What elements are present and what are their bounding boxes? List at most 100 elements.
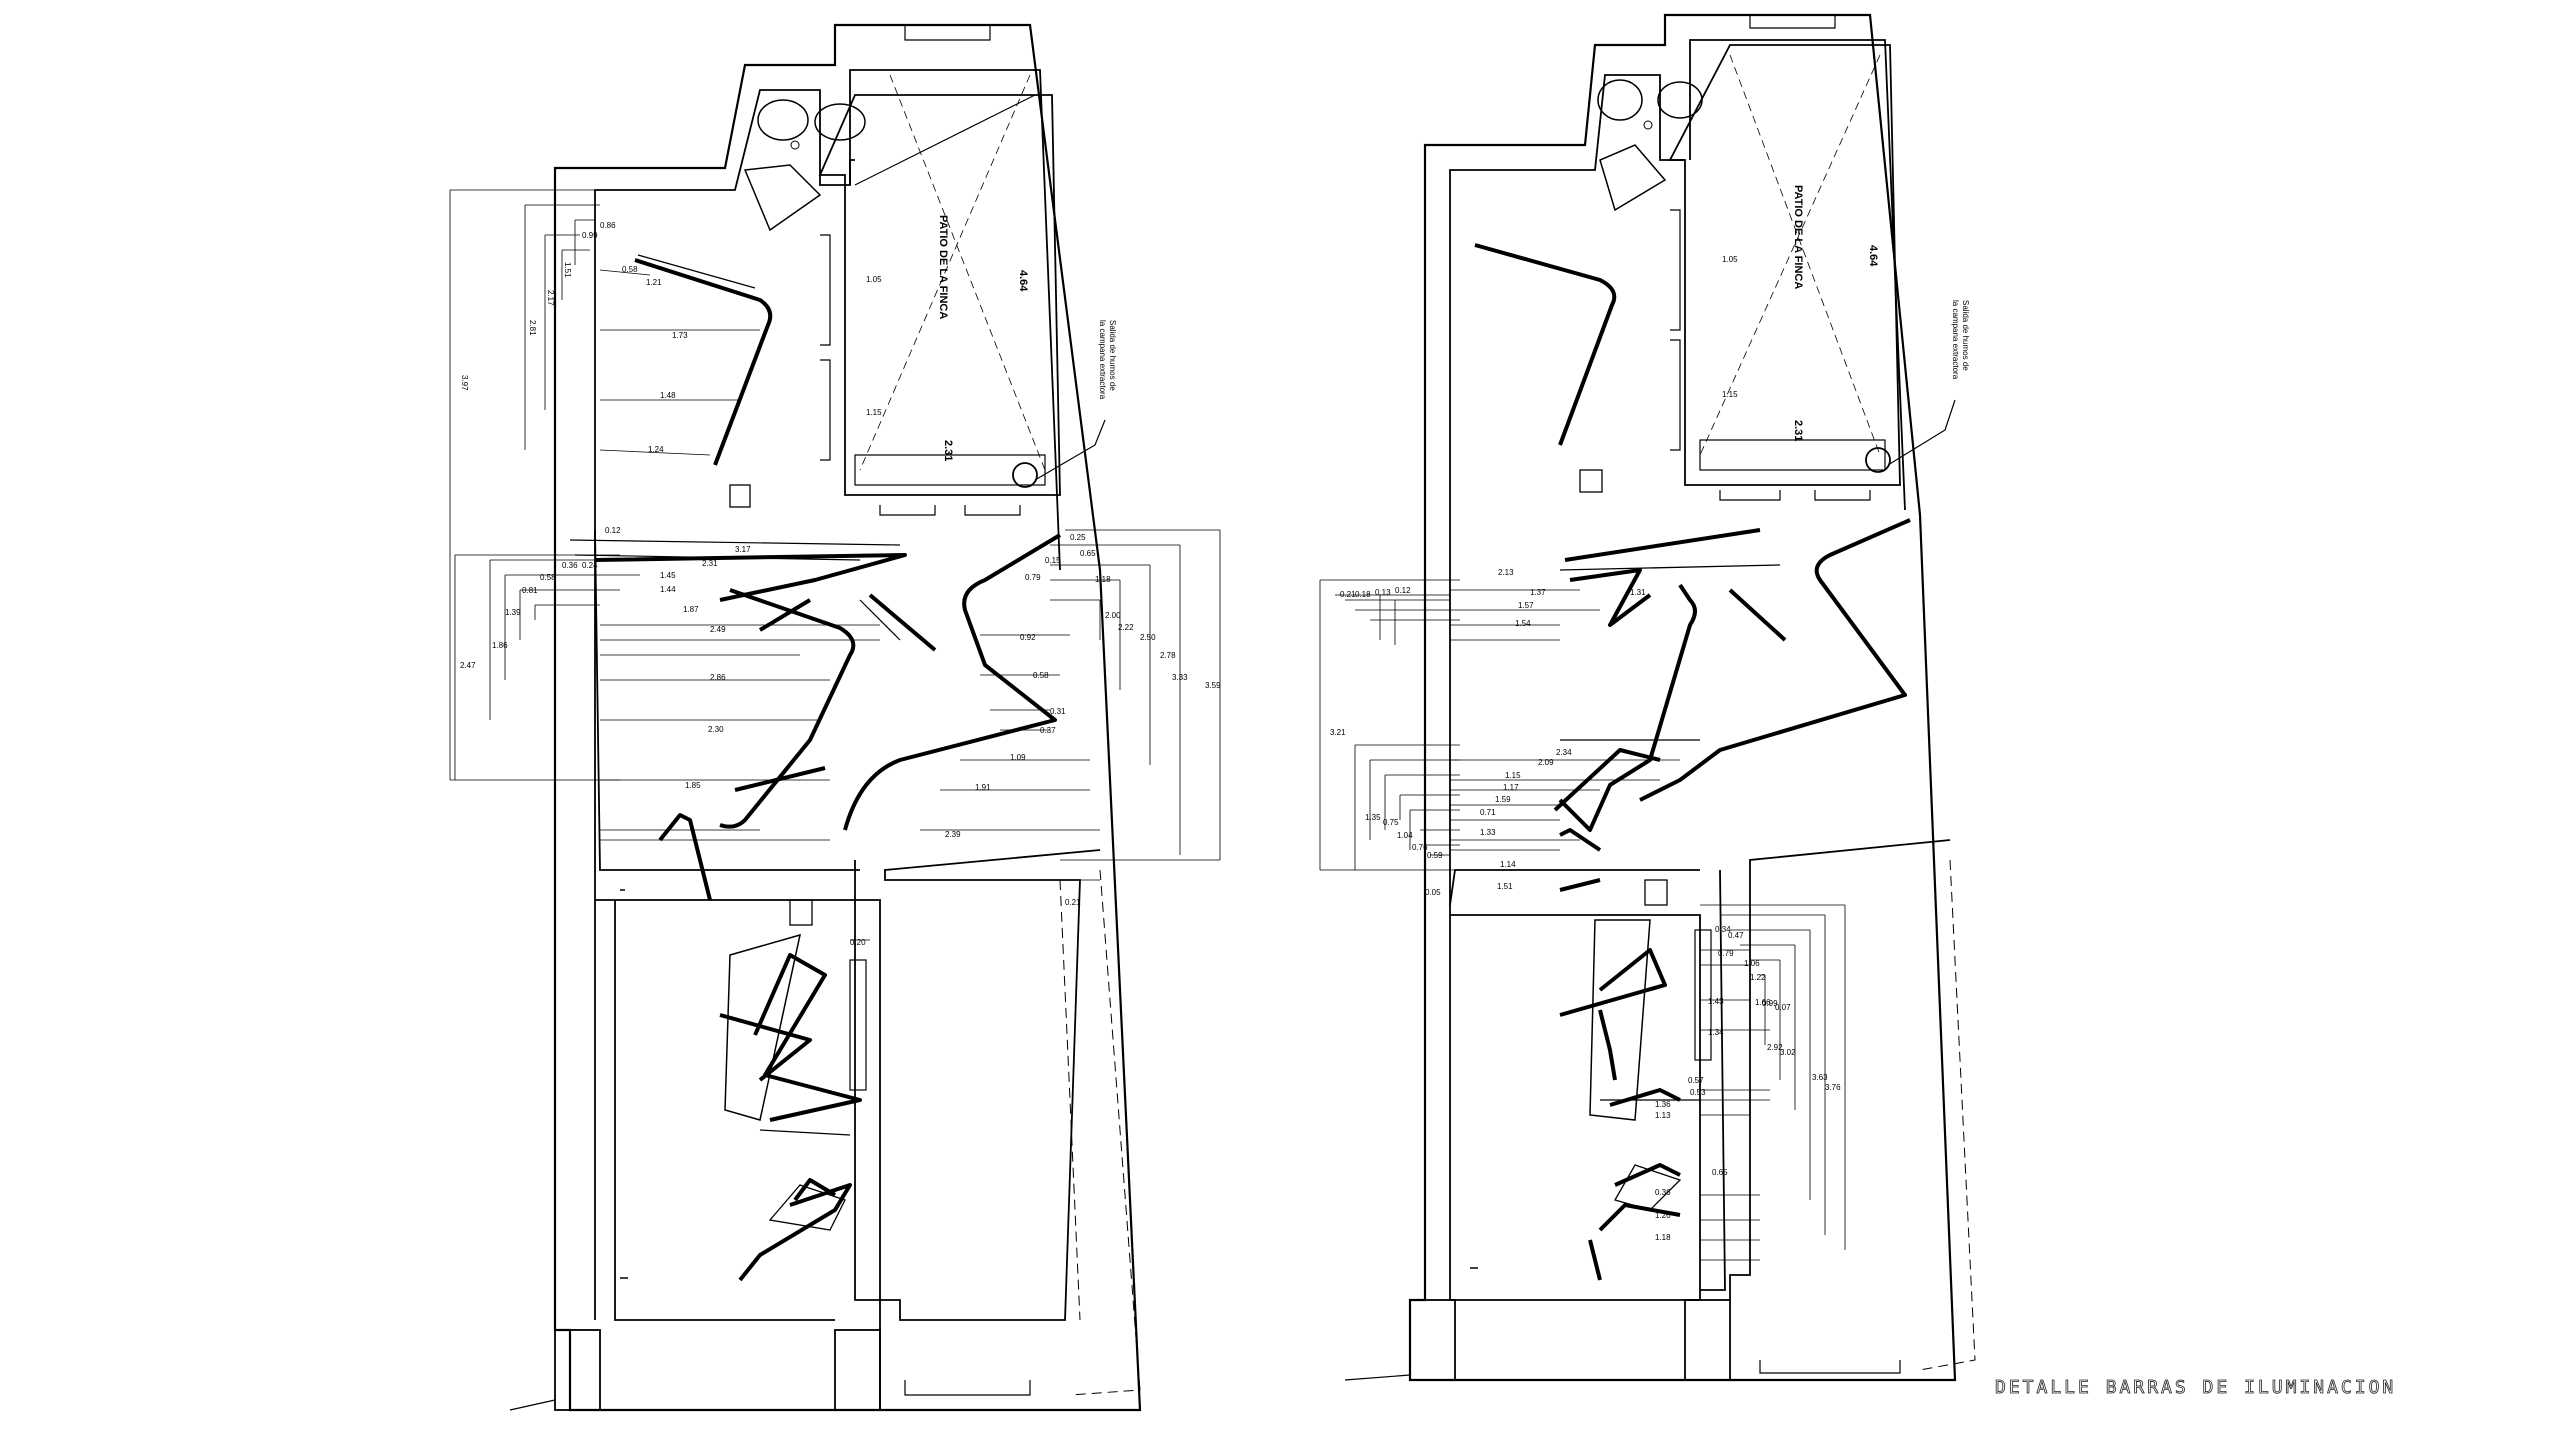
dimension-value: 2.78 xyxy=(1160,651,1176,660)
dimension-value: 1.51 xyxy=(1497,882,1513,891)
patio-wall xyxy=(818,94,1061,496)
window-bottom xyxy=(1344,1360,1901,1381)
dimension-value: 0.58 xyxy=(540,573,556,582)
smoke-note-line2: la campana extractora xyxy=(1951,300,1960,380)
window xyxy=(1670,15,1871,501)
dimension-value: 1.26 xyxy=(1655,1211,1671,1220)
dimension-value: 0.37 xyxy=(1040,726,1056,735)
patio-dim-long: 4.64 xyxy=(1017,270,1029,292)
sink xyxy=(1597,79,1643,121)
dimension-value: 1.05 xyxy=(866,275,882,284)
dimension-value: 1.22 xyxy=(1750,973,1766,982)
dimension-value: 1.85 xyxy=(685,781,701,790)
sheet-title: DETALLE BARRAS DE ILUMINACION xyxy=(1995,1377,2396,1398)
smoke-outlet-icon xyxy=(1865,447,1891,473)
dimension-value: 1.59 xyxy=(1495,795,1511,804)
dimension-value: 0.65 xyxy=(1080,549,1096,558)
patio-inner xyxy=(854,94,1036,186)
plan-right-labels: PATIO DE LA FINCA 4.64 2.31 Salida de hu… xyxy=(1792,185,1970,441)
dimension-value: 0.18 xyxy=(1355,590,1371,599)
dimension-value: 1.06 xyxy=(1744,959,1760,968)
lighting-bar-thin xyxy=(569,254,901,1231)
toilet xyxy=(814,103,866,141)
dimension-value: 0.99 xyxy=(1762,999,1778,1008)
door-bath xyxy=(1599,144,1667,212)
dimension-value: 1.15 xyxy=(866,408,882,417)
dimension-value: 0.13 xyxy=(1375,588,1391,597)
dimension-value: 1.15 xyxy=(1505,771,1521,780)
dimension-value: 1.18 xyxy=(1095,575,1111,584)
dimension-value: 1.14 xyxy=(1500,860,1516,869)
shelf xyxy=(849,959,867,1091)
pillar xyxy=(1644,879,1668,906)
dimension-value: 0.12 xyxy=(605,526,621,535)
fixture xyxy=(790,140,800,150)
dimension-value: 0.20 xyxy=(850,938,866,947)
smoke-leader xyxy=(1034,419,1106,481)
dimension-value: 1.21 xyxy=(646,278,662,287)
dimension-value: 2.92 xyxy=(1767,1043,1783,1052)
patio-wall xyxy=(1668,44,1901,486)
dimension-value: 0.25 xyxy=(1070,533,1086,542)
dimension-value: 1.44 xyxy=(660,585,676,594)
dimension-value: 2.00 xyxy=(1105,611,1121,620)
dimension-value: 0.99 xyxy=(582,231,598,240)
bottom-pillar xyxy=(554,1329,601,1411)
plan-left-labels: PATIO DE LA FINCA 4.64 2.31 Salida de hu… xyxy=(937,215,1117,461)
dimension-value: 0.76 xyxy=(1412,843,1428,852)
patio-dim-long: 4.64 xyxy=(1867,245,1879,267)
dimension-values-left: 3.972.812.171.510.990.860.581.211.731.48… xyxy=(460,221,1221,947)
dimension-value: 0.21 xyxy=(1065,898,1081,907)
dimension-value: 2.22 xyxy=(1118,623,1134,632)
dimension-value: 2.50 xyxy=(1140,633,1156,642)
dimension-value: 0.05 xyxy=(1425,888,1441,897)
dimension-value: 1.34 xyxy=(1708,1028,1724,1037)
dimension-value: 3.17 xyxy=(735,545,751,554)
dimension-value: 1.18 xyxy=(1655,1233,1671,1242)
dimension-value: 0.47 xyxy=(1728,931,1744,940)
dimension-value: 1.37 xyxy=(1530,588,1546,597)
dimension-value: 3.21 xyxy=(1330,728,1346,737)
smoke-note-line2: la campana extractora xyxy=(1098,320,1107,400)
dimension-value: 1.54 xyxy=(1515,619,1531,628)
dimension-value: 2.17 xyxy=(546,290,555,306)
patio-label: PATIO DE LA FINCA xyxy=(937,215,949,319)
lighting-bars xyxy=(594,258,1062,1282)
partition-dashed xyxy=(1059,869,1141,1396)
dimension-value: 0.81 xyxy=(522,586,538,595)
smoke-leader xyxy=(1887,399,1956,466)
dimension-value: 3.76 xyxy=(1825,1083,1841,1092)
dimension-value: 0.24 xyxy=(582,561,598,570)
patio-diagonal xyxy=(1699,54,1881,456)
patio-label: PATIO DE LA FINCA xyxy=(1792,185,1804,289)
dimension-value: 0.86 xyxy=(600,221,616,230)
dimension-value: 2.39 xyxy=(945,830,961,839)
sink xyxy=(757,99,809,141)
inner-wall xyxy=(849,69,1061,571)
dimension-value: 1.57 xyxy=(1518,601,1534,610)
dimension-value: 1.91 xyxy=(975,783,991,792)
floor-plan-right xyxy=(1319,13,1976,1382)
lighting-bar-thin xyxy=(1559,564,1781,1211)
dimension-value: 1.87 xyxy=(683,605,699,614)
dimension-lines xyxy=(1319,579,1846,1261)
dimension-value: 2.49 xyxy=(710,625,726,634)
dimension-value: 0.58 xyxy=(622,265,638,274)
patio-dim-short: 2.31 xyxy=(1792,420,1804,441)
floor-plan-left xyxy=(449,23,1221,1412)
dimension-value: 1.45 xyxy=(660,571,676,580)
dimension-value: 3.02 xyxy=(1780,1048,1796,1057)
dimension-value: 0.34 xyxy=(1715,925,1731,934)
lighting-bars xyxy=(1474,243,1911,1281)
dimension-value: 3.97 xyxy=(460,375,469,391)
dimension-value: 0.59 xyxy=(1427,851,1443,860)
dimension-value: 1.04 xyxy=(1397,831,1413,840)
bottom-pillar xyxy=(1409,1299,1456,1381)
dimension-value: 0.21 xyxy=(1340,590,1356,599)
inner-wall xyxy=(1449,74,1685,1300)
dimension-value: 2.31 xyxy=(702,559,718,568)
dimension-value: 2.09 xyxy=(1538,758,1554,767)
dimension-value: 1.73 xyxy=(672,331,688,340)
dimension-lines xyxy=(449,189,1221,941)
partition xyxy=(854,849,1101,1321)
